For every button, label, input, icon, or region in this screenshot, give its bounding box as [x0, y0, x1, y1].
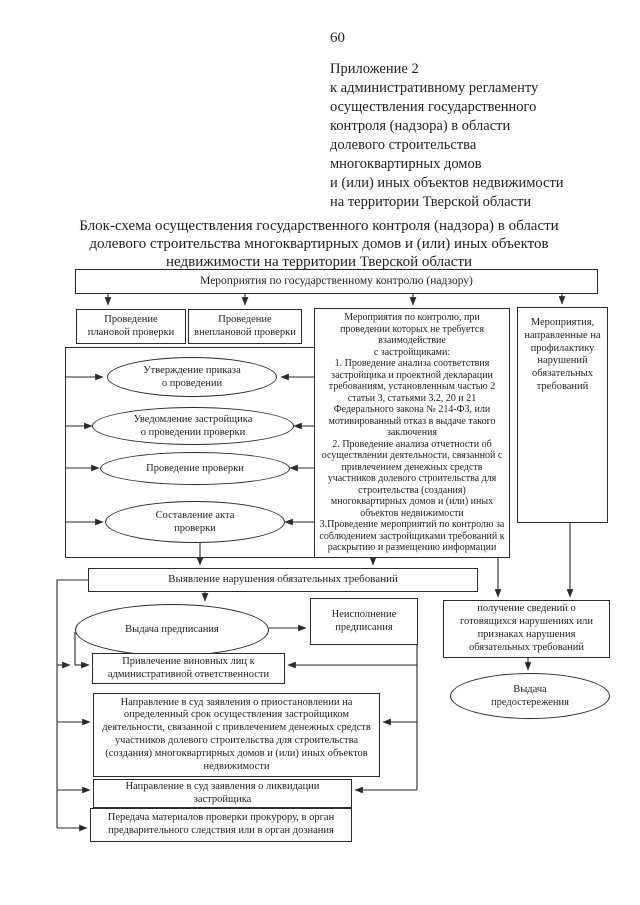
- node-administrative-liability: Привлечение виновных лиц к административ…: [92, 653, 285, 684]
- node-materials-transfer: Передача материалов проверки прокурору, …: [90, 808, 352, 842]
- node-violation-detection: Выявление нарушения обязательных требова…: [88, 568, 478, 592]
- node-order-approval: Утверждение приказа о проведении: [107, 357, 277, 397]
- node-prescription-noncompliance: Неисполнение предписания: [310, 598, 418, 645]
- appendix-line: многоквартирных домов: [330, 156, 482, 172]
- node-act-drafting: Составление акта проверки: [105, 501, 285, 543]
- node-planned-check: Проведение плановой проверки: [76, 309, 186, 344]
- node-prevention-measures: Мероприятия, направленные на профилактик…: [517, 307, 608, 523]
- node-check-execution: Проведение проверки: [100, 452, 290, 485]
- node-prescription-issue: Выдача предписания: [75, 604, 269, 656]
- page-number: 60: [330, 30, 345, 46]
- appendix-header: Приложение 2 к административному регламе…: [330, 60, 564, 212]
- appendix-line: долевого строительства: [330, 137, 477, 153]
- node-warning-issue: Выдача предостережения: [450, 673, 610, 719]
- node-court-suspension: Направление в суд заявления о приостанов…: [93, 693, 380, 777]
- node-info-received: получение сведений о готовящихся нарушен…: [443, 600, 610, 658]
- node-court-liquidation: Направление в суд заявления о ликвидации…: [93, 779, 352, 808]
- appendix-line: Приложение 2: [330, 61, 419, 77]
- document-title: Блок-схема осуществления государственног…: [79, 218, 559, 270]
- appendix-line: на территории Тверской области: [330, 194, 532, 210]
- node-developer-notification: Уведомление застройщика о проведении про…: [92, 407, 294, 445]
- appendix-line: к административному регламенту: [330, 80, 539, 96]
- appendix-line: контроля (надзора) в области: [330, 118, 511, 134]
- appendix-line: осуществления государственного: [330, 99, 537, 115]
- appendix-line: и (или) иных объектов недвижимости: [330, 175, 564, 191]
- node-control-no-interaction: Мероприятия по контролю, при проведении …: [314, 308, 510, 558]
- node-unplanned-check: Проведение внеплановой проверки: [188, 309, 302, 344]
- node-state-control-measures: Мероприятия по государственному контролю…: [75, 269, 598, 294]
